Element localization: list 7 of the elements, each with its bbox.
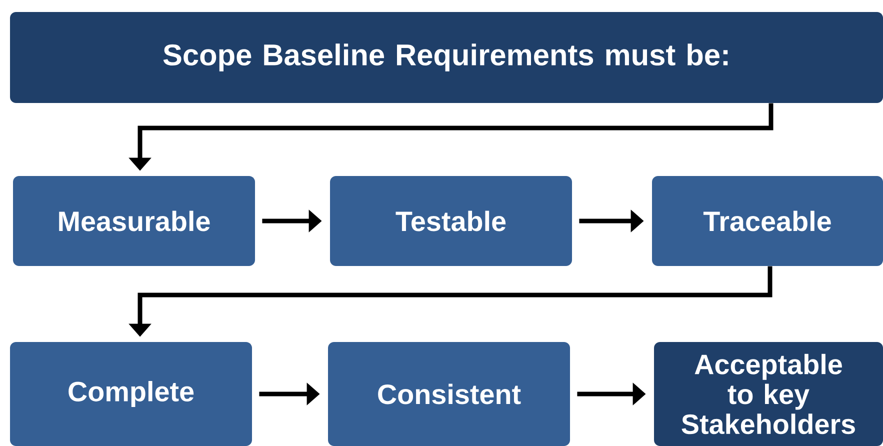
title-banner: Scope Baseline Requirements must be: [10, 12, 883, 103]
step-box: Measurable [13, 176, 255, 266]
step-box: Testable [330, 176, 572, 266]
step-box: Acceptable to key Stakeholders [654, 342, 883, 446]
step-box: Traceable [652, 176, 883, 266]
step-box: Consistent [328, 342, 570, 446]
step-box: Complete [10, 342, 252, 446]
